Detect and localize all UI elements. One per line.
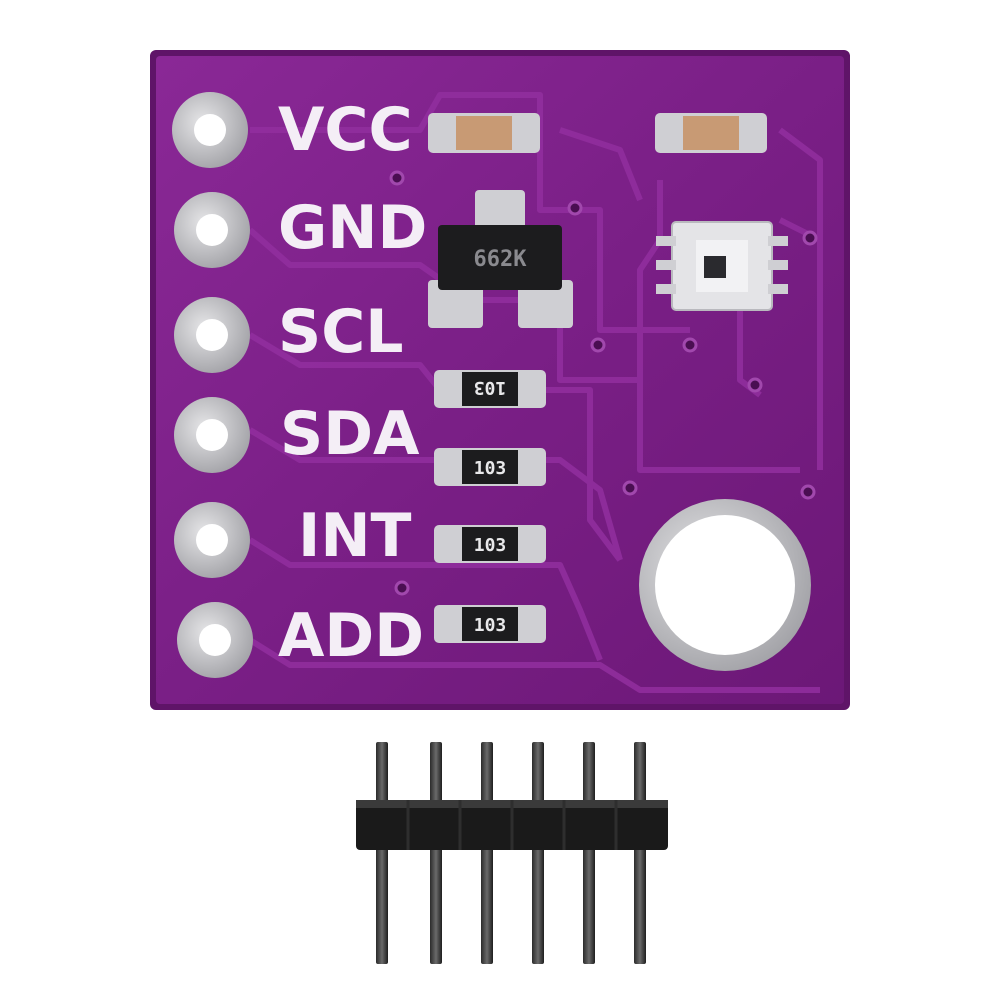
pin-label-sda: SDA	[280, 399, 420, 469]
pin-pad	[174, 192, 250, 268]
capacitor-2	[655, 113, 767, 153]
resistor-1: 103	[434, 370, 546, 408]
pin-pad	[172, 92, 248, 168]
resistor-marking: 103	[474, 377, 507, 398]
voltage-regulator: 662K	[428, 190, 573, 328]
pin-label-add: ADD	[278, 601, 424, 671]
resistor-3: 103	[434, 525, 546, 563]
pin-pads	[172, 92, 253, 678]
pin-labels: VCC GND SCL SDA INT ADD	[278, 95, 427, 671]
pcb-board: VCC GND SCL SDA INT ADD 662K	[150, 50, 850, 710]
resistor-2: 103	[434, 448, 546, 486]
pcb-traces	[248, 92, 823, 693]
pin-pad	[174, 502, 250, 578]
resistor-marking: 103	[474, 458, 507, 479]
pin-header	[356, 742, 668, 964]
pin-pad	[177, 602, 253, 678]
pin-label-vcc: VCC	[278, 95, 413, 165]
regulator-marking: 662K	[474, 247, 528, 272]
mounting-hole	[639, 499, 811, 671]
sensor-chip	[656, 221, 788, 311]
pin-pad	[174, 297, 250, 373]
resistor-marking: 103	[474, 535, 507, 556]
pin-label-int: INT	[298, 501, 412, 571]
capacitor-1	[428, 113, 540, 153]
pin-label-gnd: GND	[278, 193, 427, 263]
pin-pad	[174, 397, 250, 473]
header-pins	[376, 742, 646, 964]
pcb-vias	[389, 170, 818, 596]
pin-label-scl: SCL	[278, 297, 403, 367]
resistor-4: 103	[434, 605, 546, 643]
header-plastic	[356, 800, 668, 850]
resistor-marking: 103	[474, 615, 507, 636]
